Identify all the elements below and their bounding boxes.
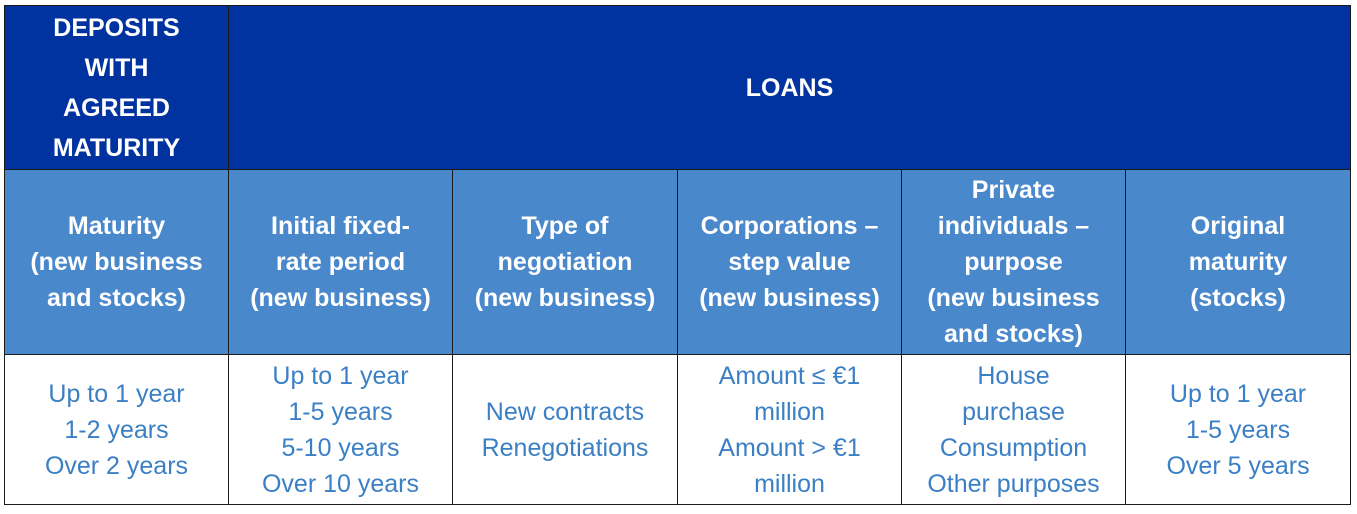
subheader-initial-fixed-rate-period: Initial fixed- rate period (new business… [228, 169, 453, 355]
subheader-private-individuals-purpose: Private individuals – purpose (new busin… [901, 169, 1126, 355]
header-loans: LOANS [227, 5, 1352, 170]
deposits-loans-table: DEPOSITS WITH AGREED MATURITY LOANS Matu… [4, 5, 1352, 505]
subheader-corporations-step-value: Corporations – step value (new business) [677, 169, 902, 355]
values-corporations-step-value: Amount ≤ €1 million Amount > €1 million [677, 354, 902, 505]
values-initial-fixed-rate-period: Up to 1 year 1-5 years 5-10 years Over 1… [228, 354, 453, 505]
header-deposits-with-agreed-maturity: DEPOSITS WITH AGREED MATURITY [4, 5, 229, 170]
sub-header-row: Maturity (new business and stocks) Initi… [4, 169, 1352, 355]
values-original-maturity: Up to 1 year 1-5 years Over 5 years [1124, 354, 1352, 505]
values-type-of-negotiation: New contracts Renegotiations [452, 354, 678, 505]
subheader-maturity: Maturity (new business and stocks) [4, 169, 229, 355]
values-private-individuals-purpose: House purchase Consumption Other purpose… [901, 354, 1126, 505]
subheader-type-of-negotiation: Type of negotiation (new business) [452, 169, 678, 355]
top-header-row: DEPOSITS WITH AGREED MATURITY LOANS [4, 5, 1352, 170]
subheader-original-maturity: Original maturity (stocks) [1124, 169, 1352, 355]
values-row: Up to 1 year 1-2 years Over 2 years Up t… [4, 354, 1352, 505]
values-maturity: Up to 1 year 1-2 years Over 2 years [4, 354, 229, 505]
